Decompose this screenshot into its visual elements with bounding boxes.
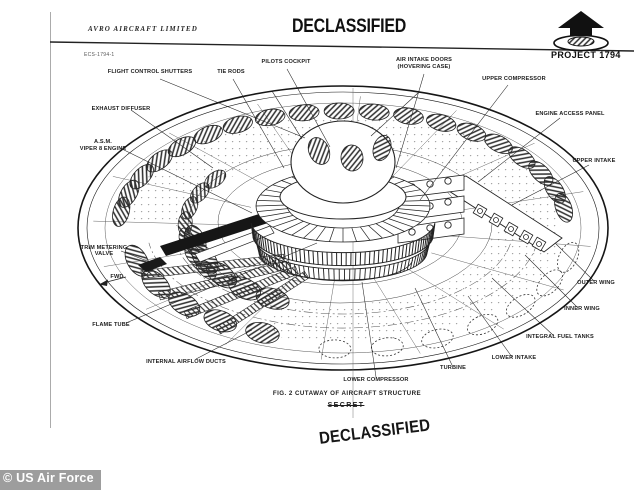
part-label-air-intake-doors: AIR INTAKE DOORS xyxy=(395,57,453,63)
part-label-internal-airflow-ducts: INTERNAL AIRFLOW DUCTS xyxy=(146,359,226,365)
part-label-engine-access-panel: ENGINE ACCESS PANEL xyxy=(535,111,605,117)
project-1794-logo-icon xyxy=(553,11,609,52)
struck-secret-classification: SECRET xyxy=(327,402,365,409)
phantom-arcs xyxy=(148,242,538,329)
flame-tube-ring-upper xyxy=(112,102,573,227)
part-label-asm: A.S.M. xyxy=(94,139,112,145)
part-label-turbine: TURBINE xyxy=(440,365,466,371)
part-label-exhaust-diffuser: EXHAUST DIFFUSER xyxy=(91,106,151,112)
fwd-label: FWD xyxy=(110,274,124,280)
part-label-trim-metering: TRIM METERING xyxy=(80,245,128,251)
part-label-lower-intake: LOWER INTAKE xyxy=(491,355,537,361)
scan-page-edge xyxy=(50,12,51,428)
part-label-viper-8-engine: VIPER 8 ENGINE xyxy=(79,146,127,152)
part-label-tie-rods: TIE RODS xyxy=(217,69,245,75)
part-label-outer-wing: OUTER WING xyxy=(577,280,615,286)
compressor-drum xyxy=(250,223,436,282)
part-label-inner-wing: INNER WING xyxy=(564,306,600,312)
label-leader-lines xyxy=(119,68,595,378)
header-rule xyxy=(49,41,634,52)
part-label-valve: VALVE xyxy=(94,251,114,257)
part-label-integral-fuel-tanks: INTEGRAL FUEL TANKS xyxy=(526,334,594,340)
part-label-pilots-cockpit: PILOTS COCKPIT xyxy=(261,59,311,65)
drawing-number: ECS-1794-1 xyxy=(84,52,115,58)
part-label-upper-intake: UPPER INTAKE xyxy=(572,158,616,164)
cockpit-window xyxy=(372,134,392,162)
project-title: PROJECT 1794 xyxy=(551,50,621,60)
part-label-flight-control-shutters: FLIGHT CONTROL SHUTTERS xyxy=(107,69,193,75)
outer-wing-panels xyxy=(472,203,547,252)
company-name: AVRO AIRCRAFT LIMITED xyxy=(88,25,198,33)
cockpit-window xyxy=(340,144,364,172)
part-label-flame-tube: FLAME TUBE xyxy=(92,322,130,328)
part-label-upper-compressor: UPPER COMPRESSOR xyxy=(482,76,546,82)
declassified-stamp-top: DECLASSIFIED xyxy=(292,16,407,37)
saucer-rim xyxy=(77,85,609,371)
cockpit-window xyxy=(307,137,331,165)
part-label-hovering-case: (HOVERING CASE) xyxy=(397,64,451,70)
fwd-arrow-icon xyxy=(99,276,127,286)
image-credit: © US Air Force xyxy=(0,470,101,490)
figure-caption: FIG. 2 CUTAWAY OF AIRCRAFT STRUCTURE xyxy=(272,390,422,397)
pilots-cockpit-dome xyxy=(271,90,419,220)
part-label-lower-compressor: LOWER COMPRESSOR xyxy=(343,377,409,383)
